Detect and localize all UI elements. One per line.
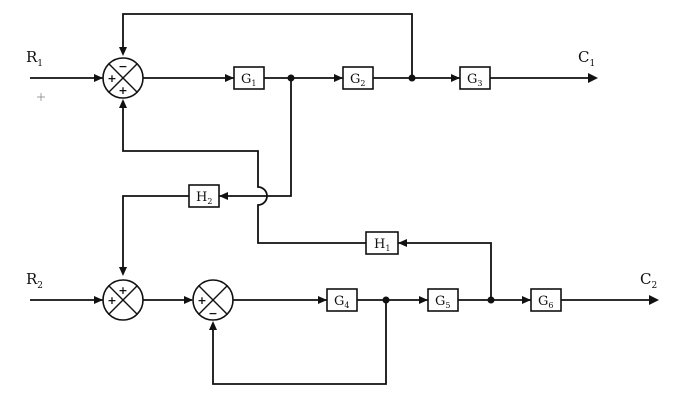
- summing-junction-1: − + +: [102, 57, 144, 99]
- svg-text:G3: G3: [467, 72, 482, 88]
- arrow-into-s1-left: [94, 74, 103, 82]
- signal-label-r2: R2: [26, 270, 43, 291]
- takeoff-after-g4: [382, 296, 390, 304]
- block-g3: G3: [459, 66, 491, 90]
- wire-h1-to-s1: [122, 103, 366, 244]
- wire-h2-to-s2: [122, 195, 189, 271]
- signal-label-r1: R1: [26, 48, 43, 69]
- block-g6: G6: [530, 288, 562, 312]
- wire-feedback-top: [122, 13, 413, 78]
- takeoff-after-g5: [487, 296, 495, 304]
- block-g2: G2: [342, 66, 374, 90]
- s3-sign-bottom: −: [208, 307, 217, 320]
- arrow-into-s1-top: [119, 47, 127, 56]
- arrow-into-g4: [318, 296, 327, 304]
- arrow-into-g2: [334, 74, 343, 82]
- svg-text:G5: G5: [435, 294, 450, 310]
- arrow-into-s3-left: [184, 296, 193, 304]
- svg-text:H2: H2: [196, 190, 212, 206]
- arrow-into-h1: [398, 239, 407, 247]
- takeoff-points: [287, 74, 495, 304]
- arrow-out-c2: [649, 295, 659, 305]
- arrow-into-g5: [419, 296, 428, 304]
- arrowheads: [94, 47, 659, 330]
- arrow-into-g6: [522, 296, 531, 304]
- signal-label-c2: C2: [640, 270, 657, 291]
- summing-junction-3: + −: [192, 279, 234, 321]
- s3-sign-left: +: [197, 294, 206, 307]
- svg-text:G4: G4: [334, 294, 349, 310]
- svg-text:G1: G1: [241, 72, 256, 88]
- summing-junction-2: + +: [102, 279, 144, 321]
- s1-sign-left: +: [107, 72, 116, 85]
- signal-label-c1: C1: [578, 48, 595, 69]
- arrow-out-c1: [588, 73, 598, 83]
- wire-node-g5-to-h1: [398, 242, 492, 300]
- arrow-into-s2-top: [119, 267, 127, 276]
- s2-sign-left: +: [107, 294, 116, 307]
- block-g1: G1: [233, 66, 265, 90]
- arrow-into-h2: [219, 192, 228, 200]
- arrow-into-s1-bottom: [119, 99, 127, 108]
- scan-mark-crosshair: [37, 93, 45, 101]
- s1-sign-top: −: [118, 60, 127, 73]
- s2-sign-top: +: [118, 284, 127, 297]
- s1-sign-bottom: +: [118, 84, 127, 97]
- takeoff-after-g2: [408, 74, 416, 82]
- arrow-into-g3: [451, 74, 460, 82]
- arrow-into-s2-left: [94, 296, 103, 304]
- arrow-into-g1: [225, 74, 234, 82]
- arrow-into-s3-bottom: [209, 321, 217, 330]
- block-h1: H1: [365, 231, 399, 255]
- block-h2: H2: [188, 184, 220, 208]
- block-g5: G5: [427, 288, 459, 312]
- svg-text:H1: H1: [374, 237, 390, 253]
- takeoff-after-g1: [287, 74, 295, 82]
- svg-text:G6: G6: [538, 294, 553, 310]
- wire-feedback-bottom: [212, 300, 387, 385]
- svg-text:G2: G2: [350, 72, 365, 88]
- block-g4: G4: [326, 288, 358, 312]
- wire-node-g1-to-h2: [219, 78, 292, 197]
